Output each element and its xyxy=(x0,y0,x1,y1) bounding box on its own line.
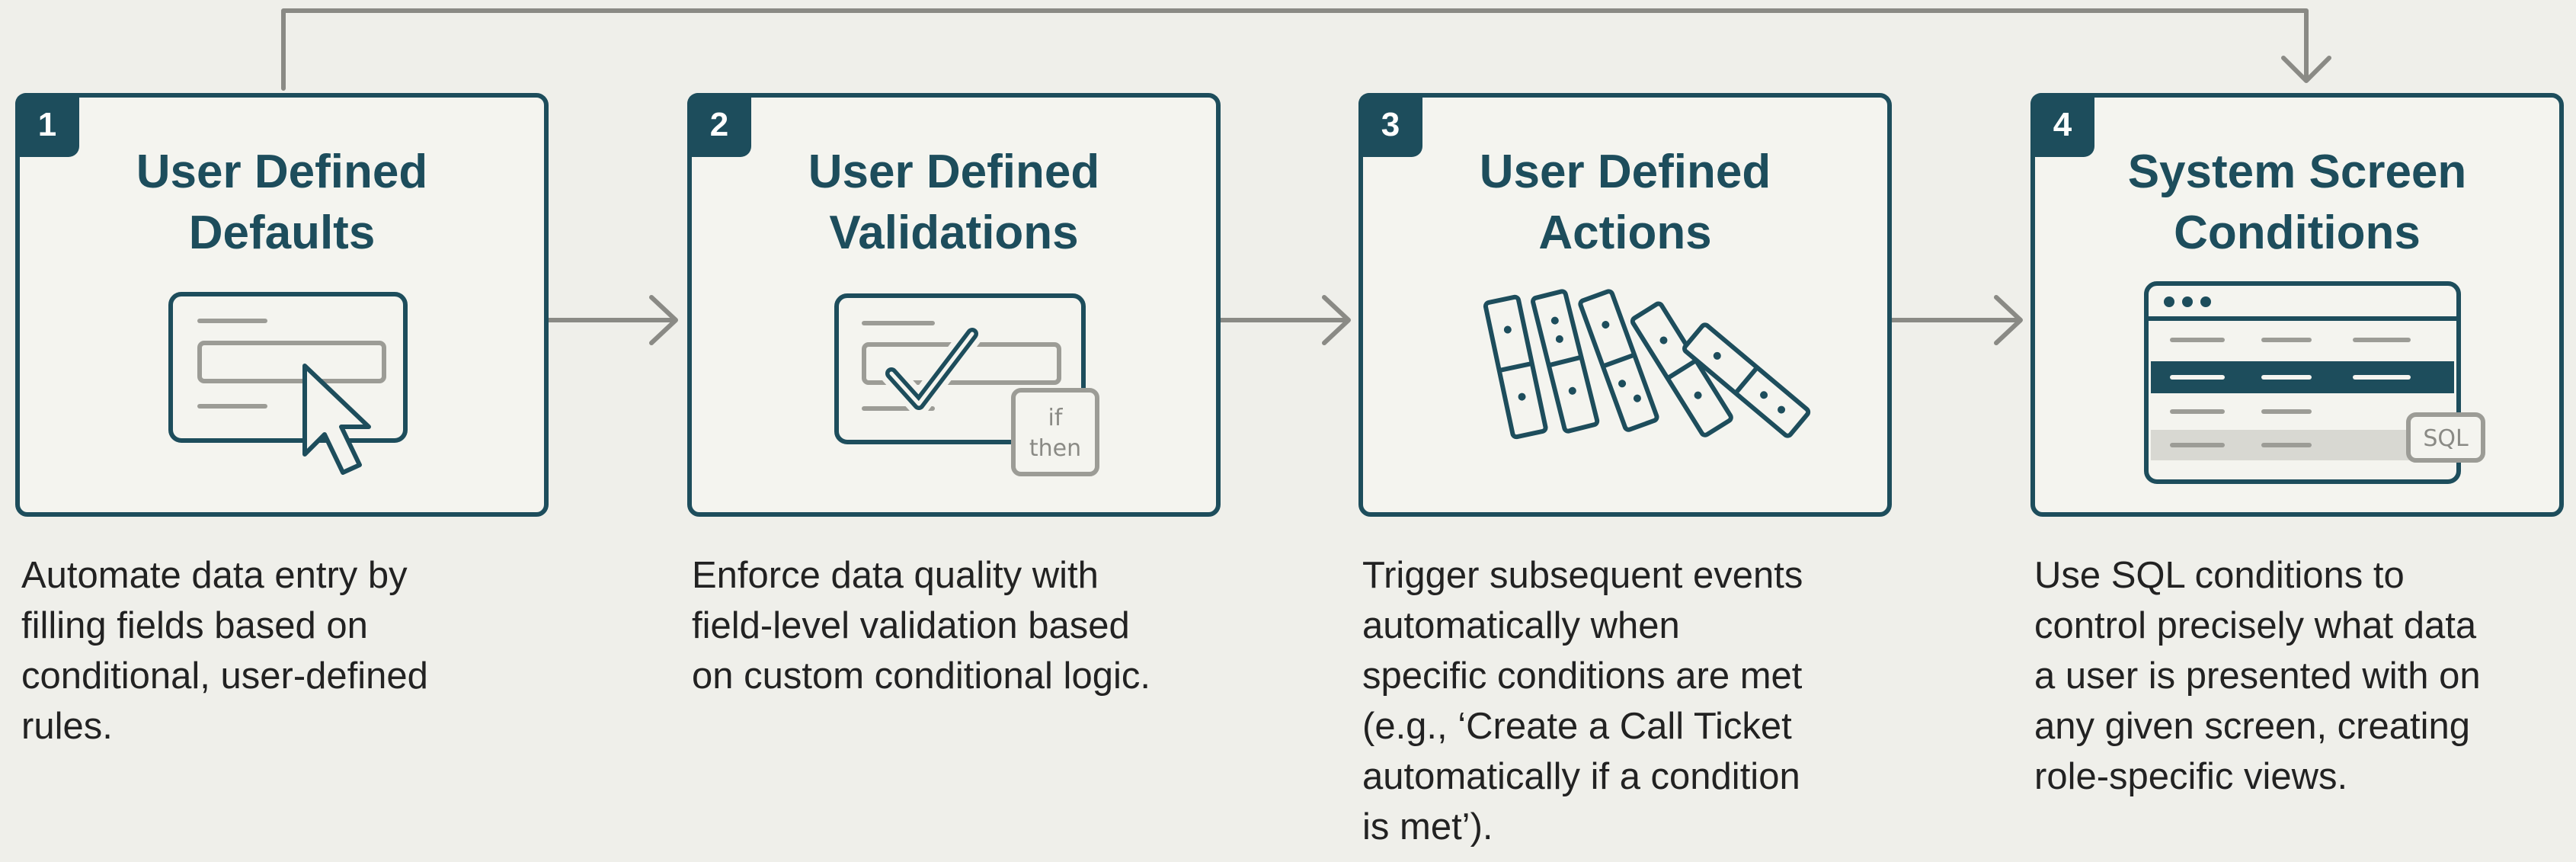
validation-check-icon: if then xyxy=(834,293,1099,476)
step-title: User Defined Defaults xyxy=(136,146,428,259)
step-description-1: Automate data entry by filling fields ba… xyxy=(21,555,428,747)
arrow-step3-to-step4 xyxy=(1890,295,2023,345)
step-description-4: Use SQL conditions to control precisely … xyxy=(2034,555,2481,797)
step-title: User Defined Actions xyxy=(1479,146,1771,259)
step-title: System Screen Conditions xyxy=(2127,146,2467,259)
step-number-badge: 1 xyxy=(15,93,79,157)
arrow-step1-to-step2 xyxy=(546,295,678,345)
step-card-2: 2 User Defined Validations if then xyxy=(687,93,1221,517)
step-description-2: Enforce data quality with field-level va… xyxy=(692,555,1150,697)
sql-badge-label: SQL xyxy=(2423,425,2469,452)
falling-dominoes-icon xyxy=(1483,289,1811,440)
feedback-loop-line xyxy=(281,8,2309,91)
form-cursor-icon xyxy=(168,292,408,475)
feedback-loop-arrowhead xyxy=(2281,56,2331,83)
step-number-badge: 4 xyxy=(2030,93,2094,157)
sql-screen-icon: SQL xyxy=(2144,281,2485,484)
step-card-1: 1 User Defined Defaults xyxy=(15,93,549,517)
step-description-3: Trigger subsequent events automatically … xyxy=(1362,555,1803,848)
step-card-4: 4 System Screen Conditions SQ xyxy=(2030,93,2564,517)
arrow-step2-to-step3 xyxy=(1218,295,1351,345)
if-then-badge-if: if xyxy=(1048,405,1064,431)
step-number-badge: 3 xyxy=(1358,93,1422,157)
step-number-badge: 2 xyxy=(687,93,751,157)
step-title: User Defined Validations xyxy=(808,146,1100,259)
if-then-badge-then: then xyxy=(1029,435,1081,462)
step-card-3: 3 User Defined Actions xyxy=(1358,93,1892,517)
